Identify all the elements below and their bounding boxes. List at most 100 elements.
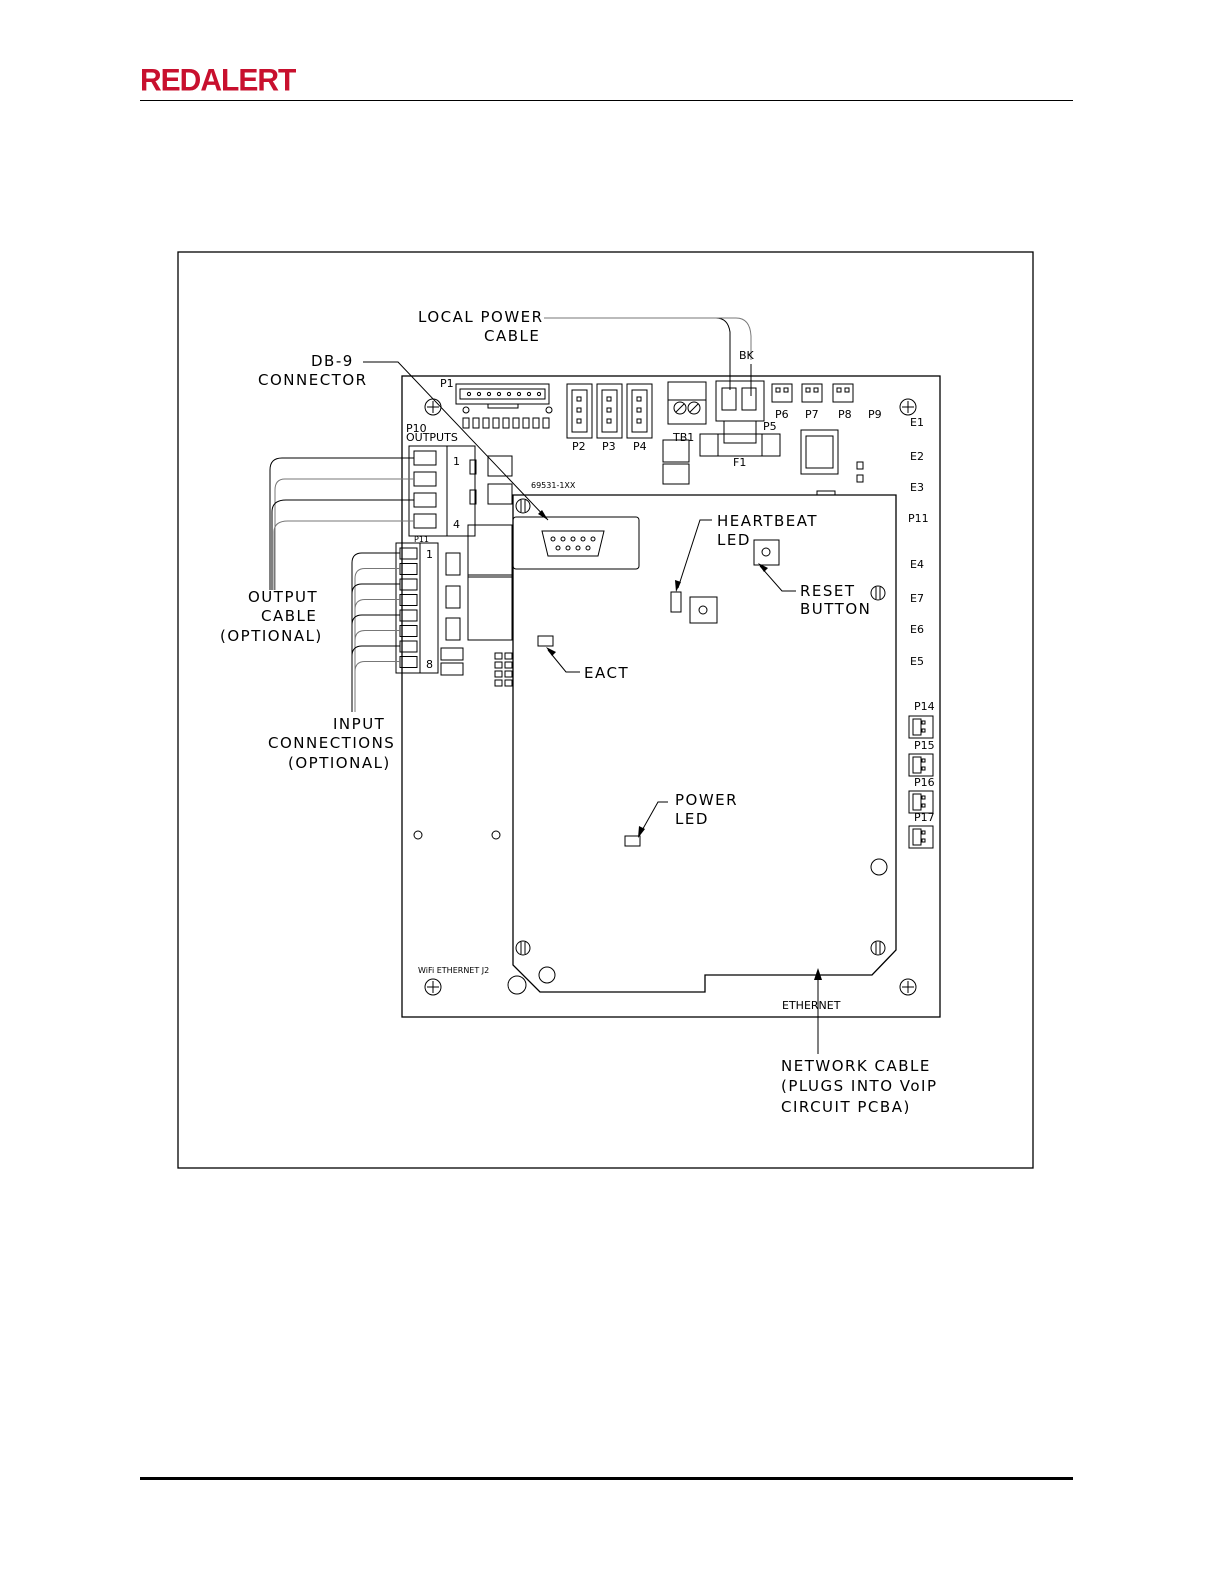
p1-pad xyxy=(492,417,500,429)
label-p11-small: P11 xyxy=(414,535,429,544)
reset-button xyxy=(753,539,780,566)
p1-pad xyxy=(482,417,490,429)
input-wires xyxy=(351,552,400,712)
square-pad xyxy=(689,596,718,624)
p1-pin xyxy=(476,391,482,397)
component xyxy=(445,552,461,576)
callout-power-led-2: LED xyxy=(675,810,709,828)
p1-pad xyxy=(512,417,520,429)
side-connector-slot xyxy=(912,828,922,846)
label-e4: E4 xyxy=(910,558,924,571)
p8-connector xyxy=(832,383,854,403)
p1-pad xyxy=(532,417,540,429)
callout-reset-2: BUTTON xyxy=(800,600,871,618)
db9-pin xyxy=(590,536,596,542)
pad xyxy=(494,652,503,660)
side-connector-slot xyxy=(912,756,922,774)
db9-pin xyxy=(550,536,556,542)
label-p3: P3 xyxy=(602,440,616,453)
component xyxy=(440,647,464,661)
standoff xyxy=(515,940,531,956)
header-rule xyxy=(140,100,1073,101)
callout-heartbeat-2: LED xyxy=(717,531,751,549)
db9-pin xyxy=(565,545,571,551)
db9-pin xyxy=(570,536,576,542)
p1-connector xyxy=(455,383,553,429)
side-connector-slot xyxy=(912,793,922,811)
f1-fuse xyxy=(699,433,781,457)
p1-pin xyxy=(526,391,532,397)
p1-pin xyxy=(506,391,512,397)
label-out-pin-1: 1 xyxy=(453,455,460,468)
p1-pin xyxy=(536,391,542,397)
p1-pad xyxy=(462,417,470,429)
input-terminal-block xyxy=(395,542,439,674)
label-bk: BK xyxy=(739,349,755,362)
label-p11: P11 xyxy=(908,512,929,525)
input-wire xyxy=(351,552,400,712)
label-p9: P9 xyxy=(868,408,882,421)
redalert-logo: REDALERT xyxy=(140,63,296,98)
board-hole xyxy=(491,830,501,840)
label-f1: F1 xyxy=(733,456,746,469)
callout-output-3: (OPTIONAL) xyxy=(220,627,323,645)
component xyxy=(445,585,461,609)
tb1-terminal-block xyxy=(662,381,707,485)
label-p16: P16 xyxy=(914,776,935,789)
label-p8: P8 xyxy=(838,408,852,421)
mounting-hole xyxy=(899,398,917,416)
input-wire xyxy=(351,614,400,712)
label-e1: E1 xyxy=(910,416,924,429)
p1-pin xyxy=(486,391,492,397)
heartbeat-led xyxy=(670,591,682,613)
callout-network-2: (PLUGS INTO VoIP xyxy=(781,1077,938,1095)
daughter-board-outline xyxy=(512,494,897,993)
board-hole xyxy=(870,858,888,876)
mounting-hole xyxy=(899,978,917,996)
label-p7: P7 xyxy=(805,408,819,421)
eact-led xyxy=(537,635,554,647)
db9-pin xyxy=(585,545,591,551)
p1-pin xyxy=(516,391,522,397)
db9-pin xyxy=(575,545,581,551)
mounting-hole xyxy=(424,978,442,996)
right-connectors xyxy=(908,715,934,849)
ic-chip xyxy=(467,574,513,641)
label-p15: P15 xyxy=(914,739,935,752)
input-wire xyxy=(351,645,400,712)
p1-pad xyxy=(542,417,550,429)
callout-db9-1: DB-9 xyxy=(311,352,354,370)
p1-pin xyxy=(496,391,502,397)
label-p4: P4 xyxy=(633,440,647,453)
pad xyxy=(494,661,503,669)
side-connector xyxy=(908,715,934,739)
callout-output-2: CABLE xyxy=(261,607,317,625)
label-e3: E3 xyxy=(910,481,924,494)
input-wire xyxy=(354,599,400,712)
standoff xyxy=(870,940,886,956)
mounting-hole xyxy=(424,398,442,416)
component xyxy=(440,662,464,676)
label-p6: P6 xyxy=(775,408,789,421)
label-p5: P5 xyxy=(763,420,777,433)
label-ethernet: ETHERNET xyxy=(782,999,841,1012)
label-p14: P14 xyxy=(914,700,935,713)
label-out-pin-4: 4 xyxy=(453,518,460,531)
callout-input-3: (OPTIONAL) xyxy=(288,754,391,772)
callout-power-led-1: POWER xyxy=(675,791,738,809)
label-p2: P2 xyxy=(572,440,586,453)
callout-local-power-2: CABLE xyxy=(484,327,540,345)
side-connector-pin xyxy=(921,758,926,763)
callout-db9-2: CONNECTOR xyxy=(258,371,368,389)
callout-input-2: CONNECTIONS xyxy=(268,734,395,752)
label-p1: P1 xyxy=(440,377,454,390)
square-component xyxy=(800,429,839,475)
db9-pin xyxy=(560,536,566,542)
label-in-pin-1: 1 xyxy=(426,548,433,561)
side-connector-pin xyxy=(921,803,926,808)
board-hole xyxy=(538,966,556,984)
output-cable-wires xyxy=(269,457,414,590)
callout-reset-1: RESET xyxy=(800,582,856,600)
